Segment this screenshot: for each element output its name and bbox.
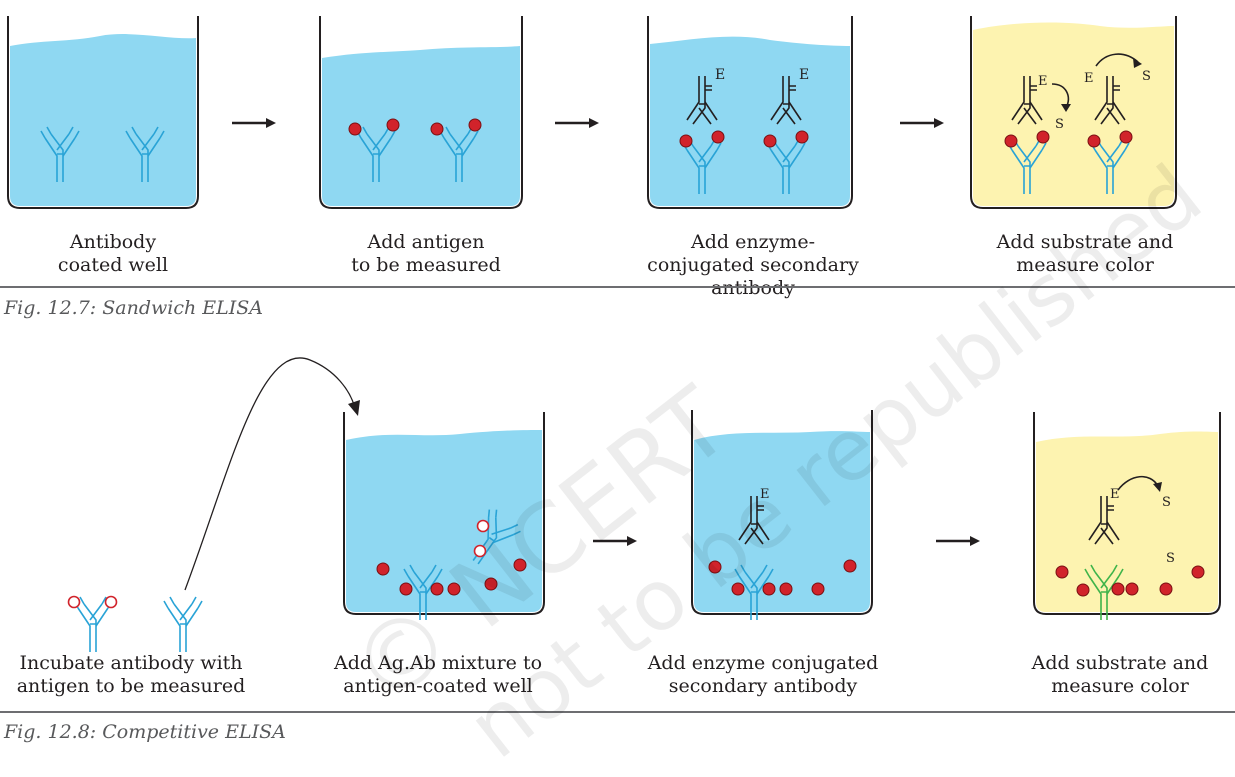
well-6: E xyxy=(691,410,873,621)
caption-line: antigen to be measured xyxy=(16,675,246,697)
step-caption: Add antigen to be measured xyxy=(327,231,525,277)
divider xyxy=(0,286,1235,288)
well-2 xyxy=(319,16,523,209)
arrow-1 xyxy=(230,116,278,130)
substrate-label: S xyxy=(1166,551,1175,566)
caption-line: Add antigen xyxy=(367,231,485,253)
divider xyxy=(0,711,1235,713)
step-caption: Add enzyme conjugated secondary antibody xyxy=(628,652,898,698)
substrate-label: S xyxy=(1162,495,1171,510)
step-caption: Incubate antibody with antigen to be mea… xyxy=(2,652,260,698)
arrow-5 xyxy=(934,534,982,548)
caption-line: Add enzyme conjugated xyxy=(647,652,879,674)
step-caption: Antibody coated well xyxy=(28,231,198,277)
arrow-2 xyxy=(553,116,601,130)
well-1 xyxy=(7,16,199,209)
enzyme-label: E xyxy=(715,67,725,83)
caption-line: Add substrate and xyxy=(1031,652,1209,674)
enzyme-label: E xyxy=(1038,74,1048,89)
caption-line: to be measured xyxy=(351,254,501,276)
well-3: E E xyxy=(647,16,853,209)
figure-caption: Fig. 12.7: Sandwich ELISA xyxy=(4,297,263,319)
caption-line: Add enzyme- xyxy=(691,231,815,253)
caption-line: Add substrate and xyxy=(996,231,1174,253)
elisa-diagram: E E E E S S xyxy=(7,16,1221,653)
step-caption: Add substrate and measure color xyxy=(1005,652,1235,698)
step-caption: Add substrate and measure color xyxy=(965,231,1205,277)
enzyme-label: E xyxy=(760,487,770,502)
caption-line: Antibody xyxy=(69,231,157,253)
well-5 xyxy=(343,412,545,621)
caption-line: measure color xyxy=(1051,675,1189,697)
caption-line: antibody xyxy=(711,277,795,299)
enzyme-label: E xyxy=(1110,487,1120,502)
arrow-3 xyxy=(898,116,946,130)
caption-line: coated well xyxy=(57,254,169,276)
enzyme-label: E xyxy=(1084,71,1094,86)
step-caption: Add enzyme- conjugated secondary antibod… xyxy=(628,231,878,300)
well-4: E E S S xyxy=(970,16,1177,209)
caption-line: Incubate antibody with xyxy=(19,652,243,674)
caption-line: conjugated secondary xyxy=(647,254,859,276)
arrow-4 xyxy=(591,534,639,548)
caption-line: measure color xyxy=(1016,254,1154,276)
enzyme-label: E xyxy=(799,67,809,83)
figure-caption: Fig. 12.8: Competitive ELISA xyxy=(4,721,286,743)
step-caption: Add Ag.Ab mixture to antigen-coated well xyxy=(308,652,568,698)
well-7: E S S xyxy=(1033,412,1221,621)
caption-line: secondary antibody xyxy=(668,675,858,697)
substrate-label: S xyxy=(1055,117,1064,132)
caption-line: Add Ag.Ab mixture to xyxy=(333,652,543,674)
substrate-label: S xyxy=(1142,69,1151,84)
caption-line: antigen-coated well xyxy=(343,675,533,697)
free-antibodies xyxy=(67,357,360,653)
